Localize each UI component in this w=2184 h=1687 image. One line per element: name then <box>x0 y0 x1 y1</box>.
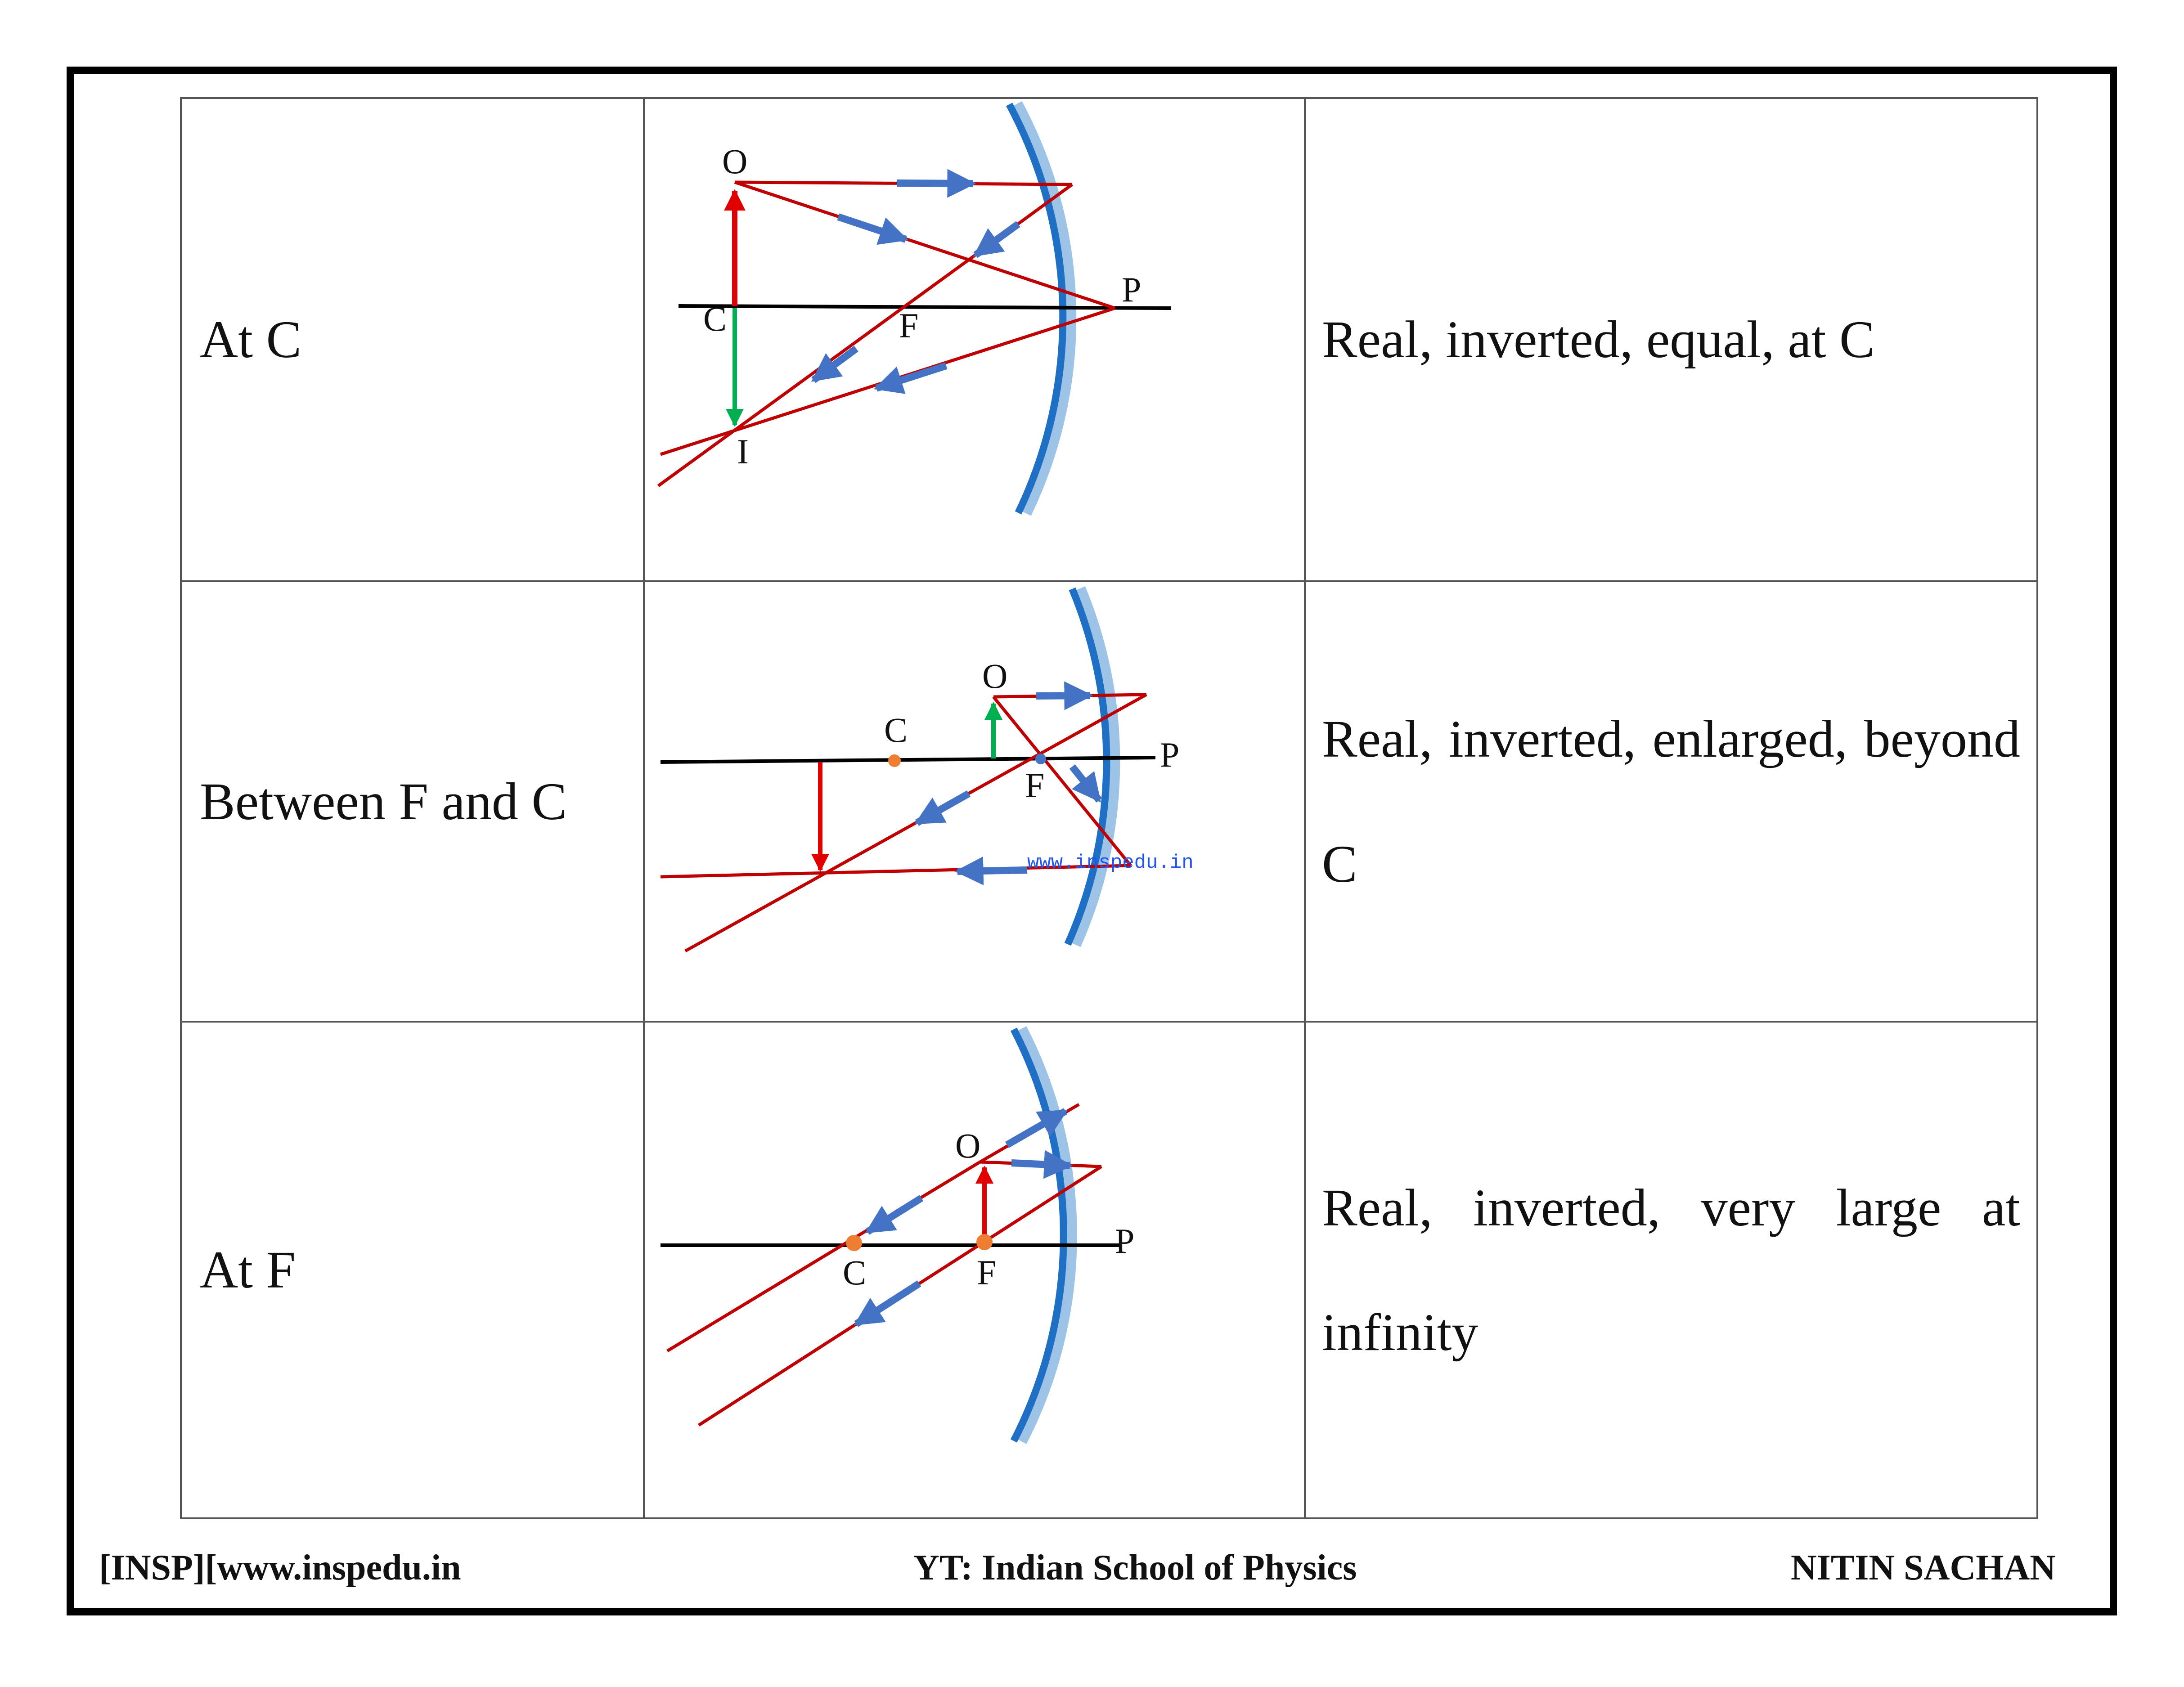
label-f: F <box>977 1253 996 1292</box>
ray-arrow <box>1005 1108 1068 1148</box>
label-f: F <box>899 306 918 345</box>
table-row: At F O <box>180 1021 2038 1519</box>
ray-diagram-cell: C O F P www.inspedu.in <box>643 580 1306 1023</box>
ray-diagram-cell: O C F P I <box>643 97 1306 582</box>
principal-axis <box>660 756 1156 764</box>
footer-channel: YT: Indian School of Physics <box>913 1548 1357 1588</box>
centre-of-curvature-point <box>888 754 901 767</box>
ray-diagram-at-f: O C F P <box>661 1026 1134 1444</box>
ray-arrow <box>896 169 976 198</box>
ray-diagram-cell: O C F P <box>643 1021 1306 1519</box>
ray <box>734 180 1116 310</box>
object-position-cell: At F <box>180 1021 645 1519</box>
footer-website: [INSP][www.inspedu.in <box>99 1548 461 1588</box>
object-position-cell: Between F and C <box>180 580 645 1023</box>
label-o: O <box>722 142 747 181</box>
ray <box>660 864 1131 879</box>
principal-axis <box>678 304 1172 310</box>
object-position: At F <box>200 1240 296 1299</box>
image-nature: Real, inverted, equal, at C <box>1322 310 1875 369</box>
ray-arrow <box>811 345 858 383</box>
image-nature-line: infinity <box>1322 1303 1478 1362</box>
table-row: At C <box>180 97 2038 582</box>
mirror-back <box>1014 1026 1077 1444</box>
ray-arrow <box>914 790 971 826</box>
object-position: Between F and C <box>200 772 567 831</box>
object-position-cell: At C <box>180 97 645 582</box>
image-nature-cell: Real, inverted, equal, at C <box>1304 97 2038 582</box>
ray-arrow <box>1069 764 1102 803</box>
label-p: P <box>1160 735 1179 774</box>
table-row: Between F and C <box>180 580 2038 1023</box>
ray-diagram-between-f-and-c: C O F P www.inspedu.in <box>660 586 1194 953</box>
ray-arrow <box>865 1195 924 1235</box>
label-o: O <box>955 1126 980 1165</box>
image-nature-line: Real, inverted, enlarged, beyond <box>1322 709 2020 769</box>
focus-point <box>1035 754 1046 764</box>
ray <box>992 695 1132 867</box>
page-frame <box>67 67 2117 1615</box>
ray-arrow <box>973 221 1020 258</box>
label-p: P <box>1115 1221 1134 1261</box>
object-position: At C <box>200 310 302 369</box>
ray-diagram-at-c: O C F P I <box>657 101 1172 516</box>
watermark: www.inspedu.in <box>1027 852 1194 874</box>
ray-diagram-table: At C <box>180 97 2038 1519</box>
ray-arrow <box>854 1280 921 1327</box>
concave-mirror <box>1010 1027 1067 1443</box>
ray-arrow <box>1036 681 1093 710</box>
label-p: P <box>1122 270 1141 309</box>
image-nature-line: C <box>1322 834 1357 893</box>
label-c: C <box>703 299 727 338</box>
ray-arrow <box>873 362 948 394</box>
footer-author: NITIN SACHAN <box>1791 1548 2056 1588</box>
ray-arrow <box>1011 1150 1073 1179</box>
ray-arrow <box>954 856 1028 885</box>
label-c: C <box>843 1253 866 1292</box>
image-nature-cell: Real, inverted, very large at infinity <box>1304 1021 2038 1519</box>
image-nature: Real, inverted, very large at infinity <box>1322 1145 2020 1395</box>
centre-of-curvature-point <box>846 1235 862 1251</box>
label-c: C <box>884 710 908 749</box>
label-f: F <box>1025 766 1044 805</box>
ray <box>666 1161 981 1352</box>
ray-arrow <box>837 213 909 245</box>
concave-mirror <box>1064 587 1110 946</box>
label-i: I <box>737 432 749 471</box>
image-nature-line: Real, inverted, very large at <box>1322 1178 2020 1237</box>
focus-point <box>976 1234 993 1250</box>
mirror-back <box>1068 586 1120 947</box>
label-o: O <box>982 656 1007 695</box>
